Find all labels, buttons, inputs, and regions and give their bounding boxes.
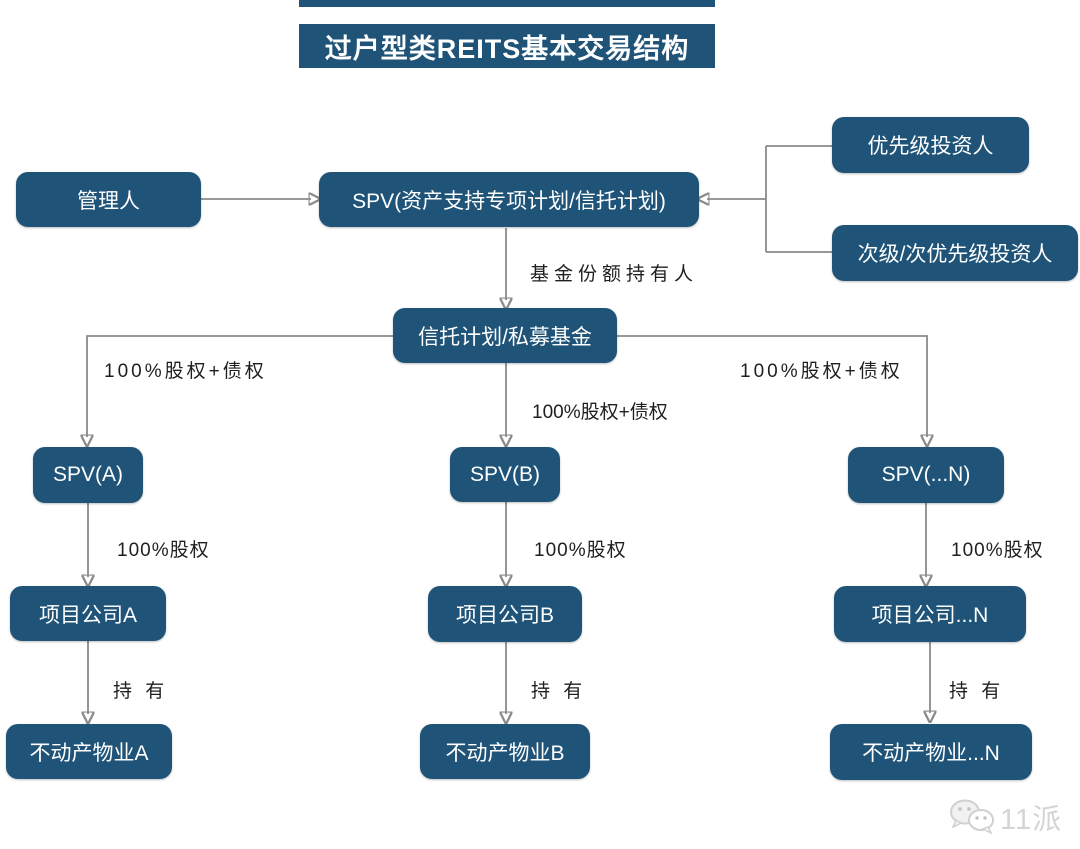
- label-equity-a: 100%股权: [117, 540, 210, 561]
- node-manager: 管理人: [16, 172, 201, 227]
- node-property-a: 不动产物业A: [6, 724, 172, 779]
- node-project-company-n-label: 项目公司...N: [871, 604, 989, 627]
- node-property-n-label: 不动产物业...N: [862, 742, 1000, 765]
- node-spv-b: SPV(B): [450, 447, 560, 502]
- node-spv-n-label: SPV(...N): [881, 463, 971, 486]
- label-equity-n: 100%股权: [951, 540, 1044, 561]
- label-equity-b: 100%股权: [534, 540, 627, 561]
- diagram-title-text: 过户型类REITS基本交易结构: [324, 33, 690, 64]
- label-equity-plus-debt-left: 100%股权+债权: [104, 361, 267, 382]
- node-spv-plan-label: SPV(资产支持专项计划/信托计划): [352, 189, 666, 213]
- node-subordinate-investor: 次级/次优先级投资人: [832, 225, 1078, 281]
- watermark: 11派: [948, 796, 1062, 838]
- node-senior-investor: 优先级投资人: [832, 117, 1029, 173]
- node-project-company-a-label: 项目公司A: [38, 603, 137, 627]
- label-equity-plus-debt-middle: 100%股权+债权: [532, 402, 668, 423]
- label-fund-share-holder: 基金份额持有人: [530, 264, 699, 285]
- node-spv-n: SPV(...N): [848, 447, 1004, 503]
- node-trust-fund: 信托计划/私募基金: [393, 308, 617, 363]
- label-equity-plus-debt-right: 100%股权+债权: [740, 361, 903, 382]
- node-property-b: 不动产物业B: [420, 724, 590, 779]
- wechat-icon: [950, 799, 994, 835]
- label-hold-a: 持 有: [113, 681, 169, 702]
- node-project-company-a: 项目公司A: [10, 586, 166, 641]
- node-project-company-b: 项目公司B: [428, 586, 582, 642]
- node-spv-plan: SPV(资产支持专项计划/信托计划): [319, 172, 699, 227]
- node-project-company-b-label: 项目公司B: [455, 604, 554, 627]
- node-trust-fund-label: 信托计划/私募基金: [418, 325, 592, 349]
- node-spv-a-label: SPV(A): [52, 463, 123, 486]
- edge-trust-to-spv-a: [87, 335, 393, 437]
- watermark-text: 11派: [1000, 804, 1063, 836]
- node-property-b-label: 不动产物业B: [445, 741, 565, 765]
- node-senior-investor-label: 优先级投资人: [867, 135, 994, 158]
- diagram-title: 过户型类REITS基本交易结构: [299, 24, 715, 68]
- node-property-a-label: 不动产物业A: [29, 741, 149, 765]
- node-property-n: 不动产物业...N: [830, 724, 1032, 780]
- node-project-company-n: 项目公司...N: [834, 586, 1026, 642]
- node-spv-a: SPV(A): [33, 447, 143, 503]
- label-hold-b: 持 有: [531, 681, 587, 702]
- node-subordinate-investor-label: 次级/次优先级投资人: [857, 243, 1053, 266]
- edge-trust-to-spv-n: [617, 335, 927, 437]
- label-hold-n: 持 有: [949, 681, 1005, 702]
- title-top-strip: [299, 0, 715, 7]
- node-manager-label: 管理人: [77, 189, 140, 213]
- node-spv-b-label: SPV(B): [469, 462, 540, 486]
